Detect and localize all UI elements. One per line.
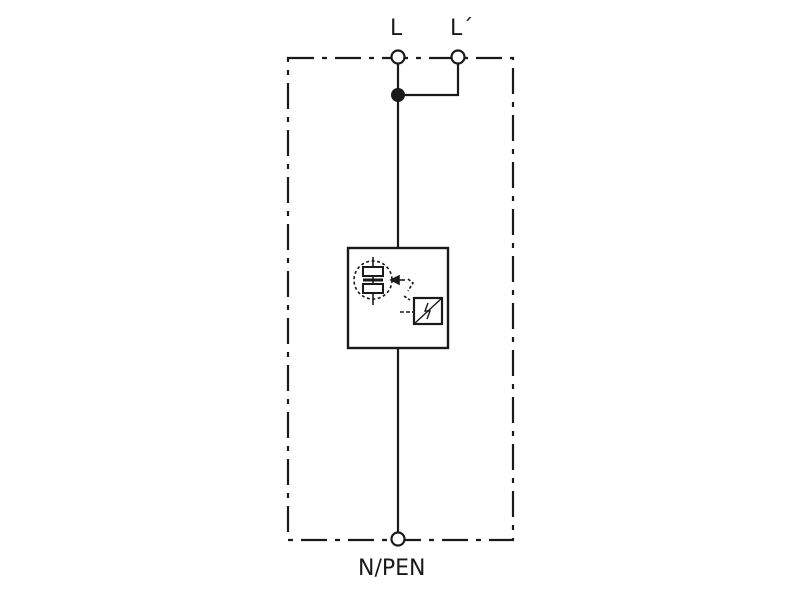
terminal-label-l-prime: L´ (450, 16, 474, 41)
coupling-arrow (389, 274, 415, 292)
thermal-disconnector-icon (400, 295, 444, 326)
junction-dot (391, 88, 405, 102)
terminal-l-prime (450, 49, 466, 65)
terminal-label-l: L (390, 16, 403, 41)
terminal-l (390, 49, 406, 65)
terminal-label-n-pen: N/PEN (358, 556, 426, 581)
spark-gap-icon (353, 257, 393, 305)
terminal-n-pen (390, 531, 406, 547)
l-prime-bridge (398, 63, 460, 97)
